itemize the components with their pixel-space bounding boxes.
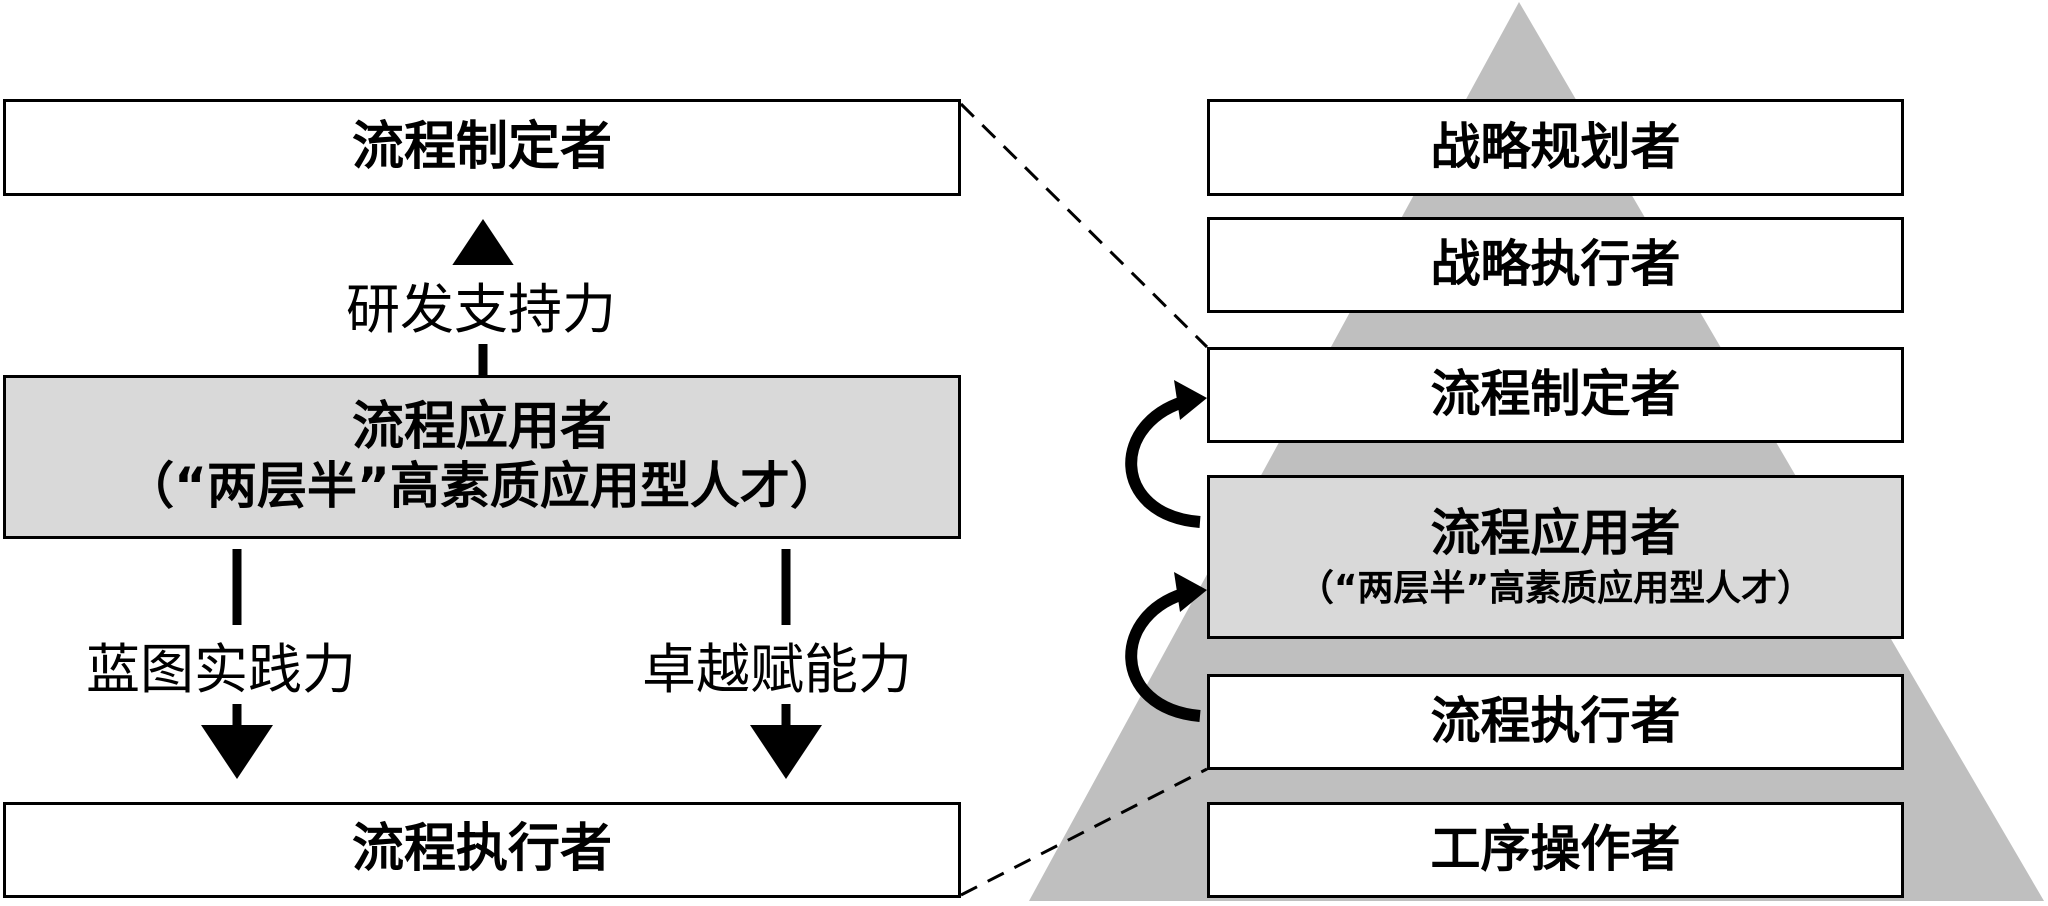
pyramid-level-strategy-planner: 战略规划者 xyxy=(1207,99,1904,196)
curved-arrow-lower-head xyxy=(1174,572,1207,612)
pyramid-level-label: 战略规划者 xyxy=(1430,117,1681,176)
pyramid-level-process-applier: 流程应用者 （“两层半”高素质应用型人才） xyxy=(1207,475,1904,639)
pyramid-level-label: 工序操作者 xyxy=(1430,820,1681,879)
pyramid-level-subtitle: （“两层半”高素质应用型人才） xyxy=(1297,568,1814,610)
left-box-process-applier-subtitle: （“两层半”高素质应用型人才） xyxy=(124,457,840,516)
left-box-process-maker-label: 流程制定者 xyxy=(351,116,612,177)
label-excellence-enablement: 卓越赋能力 xyxy=(636,625,918,704)
pyramid-level-label: 流程应用者 xyxy=(1430,503,1681,562)
pyramid-level-operation-worker: 工序操作者 xyxy=(1207,802,1904,898)
left-box-process-maker: 流程制定者 xyxy=(3,99,961,196)
pyramid-level-label: 战略执行者 xyxy=(1430,235,1681,294)
label-blueprint-practice: 蓝图实践力 xyxy=(80,625,362,704)
pyramid-level-label: 流程制定者 xyxy=(1430,365,1681,424)
pyramid-level-process-maker: 流程制定者 xyxy=(1207,347,1904,443)
pyramid-level-label: 流程执行者 xyxy=(1430,692,1681,751)
left-box-process-executor: 流程执行者 xyxy=(3,802,961,898)
label-research-support: 研发支持力 xyxy=(340,265,622,344)
curved-arrow-upper-head xyxy=(1174,380,1207,420)
pyramid-level-process-executor: 流程执行者 xyxy=(1207,674,1904,770)
curved-arrow-upper xyxy=(1125,394,1201,528)
curved-arrow-lower xyxy=(1125,586,1201,722)
dashed-connector-top xyxy=(959,102,1209,349)
left-box-process-executor-label: 流程执行者 xyxy=(351,819,612,880)
left-box-process-applier: 流程应用者 （“两层半”高素质应用型人才） xyxy=(3,375,961,539)
pyramid-level-strategy-executor: 战略执行者 xyxy=(1207,217,1904,313)
dashed-connector-bottom xyxy=(960,767,1208,897)
left-box-process-applier-title: 流程应用者 xyxy=(351,397,612,458)
